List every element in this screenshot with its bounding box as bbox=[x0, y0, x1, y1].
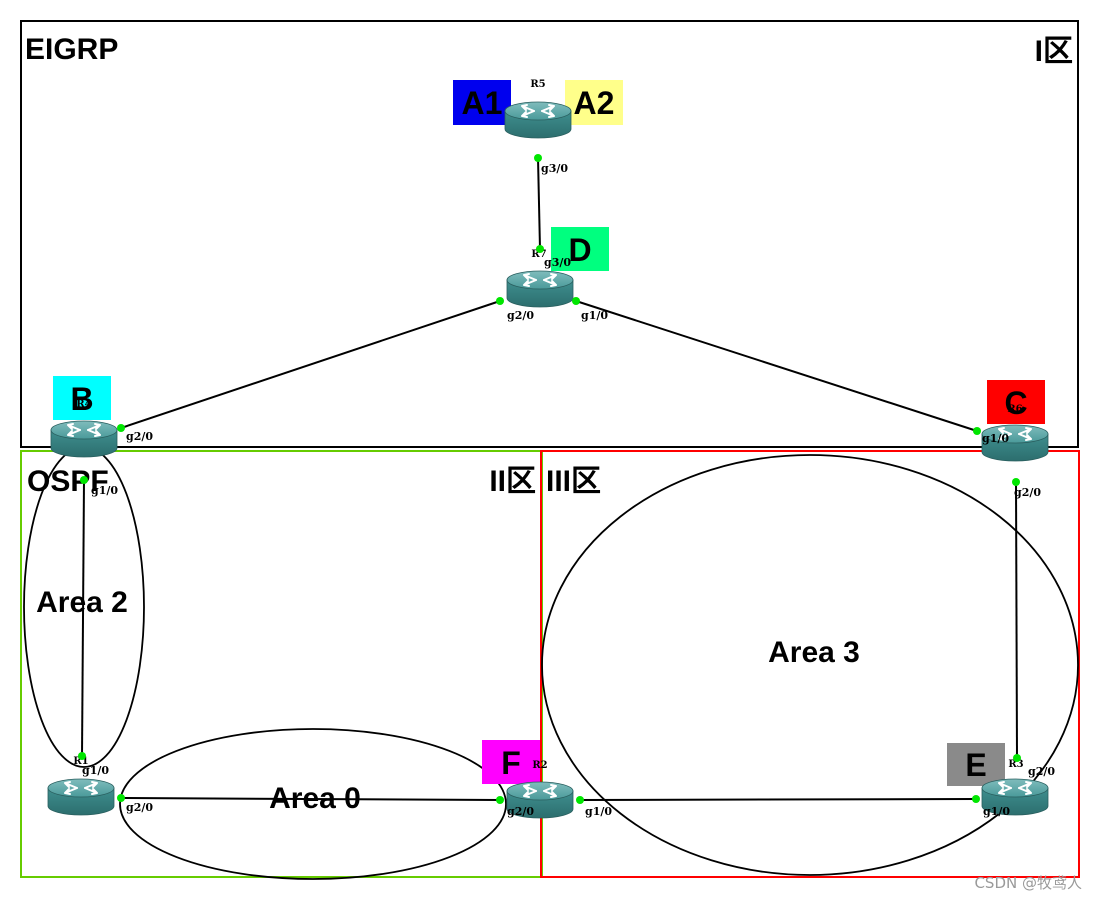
area-0-label: Area 0 bbox=[269, 782, 361, 815]
if-r7-g1-0: g1/0 bbox=[581, 309, 608, 322]
tag-e-text: E bbox=[965, 747, 986, 783]
if-r7-g3-0: g3/0 bbox=[544, 256, 571, 269]
if-r5-g3-0: g3/0 bbox=[541, 162, 568, 175]
link-r2-r3 bbox=[579, 798, 977, 801]
port-dot bbox=[972, 795, 980, 803]
link-r7-r6 bbox=[575, 300, 978, 432]
tag-a2-box bbox=[565, 80, 623, 125]
router-r5-name: R5 bbox=[530, 79, 545, 90]
port-dot bbox=[576, 796, 584, 804]
router-r7[interactable] bbox=[506, 270, 574, 308]
if-r4-g2-0: g2/0 bbox=[126, 430, 153, 443]
if-r1-g2-0: g2/0 bbox=[126, 801, 153, 814]
tag-b-text: B bbox=[70, 381, 93, 417]
if-r2-g1-0: g1/0 bbox=[585, 805, 612, 818]
router-r4-name: R4 bbox=[76, 399, 91, 410]
tag-d-text: D bbox=[568, 232, 591, 268]
if-r4-g1-0: g1/0 bbox=[91, 484, 118, 497]
port-dot bbox=[1013, 754, 1021, 762]
watermark: CSDN @牧鸢人 bbox=[974, 874, 1082, 892]
region-2-label: II区 bbox=[489, 465, 536, 498]
port-dots bbox=[78, 154, 1021, 804]
link-r4-r1 bbox=[81, 479, 85, 757]
router-r5-tags: A1 A2 bbox=[453, 80, 623, 125]
tag-a2-text: A2 bbox=[574, 85, 615, 121]
port-dot bbox=[536, 245, 544, 253]
router-r1[interactable] bbox=[47, 778, 115, 816]
ospf-zone-label: OSPF bbox=[27, 465, 109, 498]
region-1-label: I区 bbox=[1035, 35, 1073, 68]
router-r4[interactable] bbox=[50, 420, 118, 458]
tag-e-box bbox=[947, 743, 1005, 786]
port-dot bbox=[78, 752, 86, 760]
area-3-ellipse bbox=[541, 454, 1079, 876]
if-r6-g2-0: g2/0 bbox=[1014, 486, 1041, 499]
tag-b-box bbox=[53, 376, 111, 420]
area-2-label: Area 2 bbox=[36, 586, 128, 619]
if-r3-g2-0: g2/0 bbox=[1028, 765, 1055, 778]
link-r7-r4 bbox=[120, 300, 501, 429]
port-dot bbox=[496, 297, 504, 305]
tag-c-text: C bbox=[1004, 385, 1027, 421]
tag-d-box bbox=[551, 227, 609, 271]
port-dot bbox=[534, 154, 542, 162]
link-r5-r7 bbox=[537, 157, 541, 250]
port-dot bbox=[572, 297, 580, 305]
router-r5[interactable] bbox=[504, 101, 572, 139]
port-dot bbox=[80, 476, 88, 484]
port-dot bbox=[117, 424, 125, 432]
router-r7-name: R7 bbox=[531, 249, 546, 260]
tag-f-box bbox=[482, 740, 540, 784]
region-3-label: III区 bbox=[546, 465, 601, 498]
if-r6-g1-0: g1/0 bbox=[982, 432, 1009, 445]
port-dot bbox=[117, 794, 125, 802]
ospf-region3-border bbox=[540, 450, 1080, 878]
port-dot bbox=[1012, 478, 1020, 486]
tag-a1-box bbox=[453, 80, 511, 125]
link-r1-r2 bbox=[120, 797, 501, 801]
area-0-ellipse bbox=[119, 728, 507, 880]
port-dot bbox=[973, 427, 981, 435]
eigrp-zone-border bbox=[20, 20, 1079, 448]
router-r6-name: R6 bbox=[1007, 404, 1022, 415]
port-dot bbox=[496, 796, 504, 804]
router-r3-name: R3 bbox=[1008, 759, 1023, 770]
link-r6-r3 bbox=[1015, 481, 1018, 759]
eigrp-zone-label: EIGRP bbox=[25, 33, 118, 66]
if-r3-g1-0: g1/0 bbox=[983, 805, 1010, 818]
tag-a1-text: A1 bbox=[462, 85, 503, 121]
if-r1-g1-0: g1/0 bbox=[82, 764, 109, 777]
if-r2-g2-0: g2/0 bbox=[507, 805, 534, 818]
router-r2-name: R2 bbox=[532, 760, 547, 771]
tag-f-text: F bbox=[501, 745, 521, 781]
area-3-label: Area 3 bbox=[768, 636, 860, 669]
if-r7-g2-0: g2/0 bbox=[507, 309, 534, 322]
router-r1-name: R1 bbox=[73, 756, 88, 767]
tag-c-box bbox=[987, 380, 1045, 424]
